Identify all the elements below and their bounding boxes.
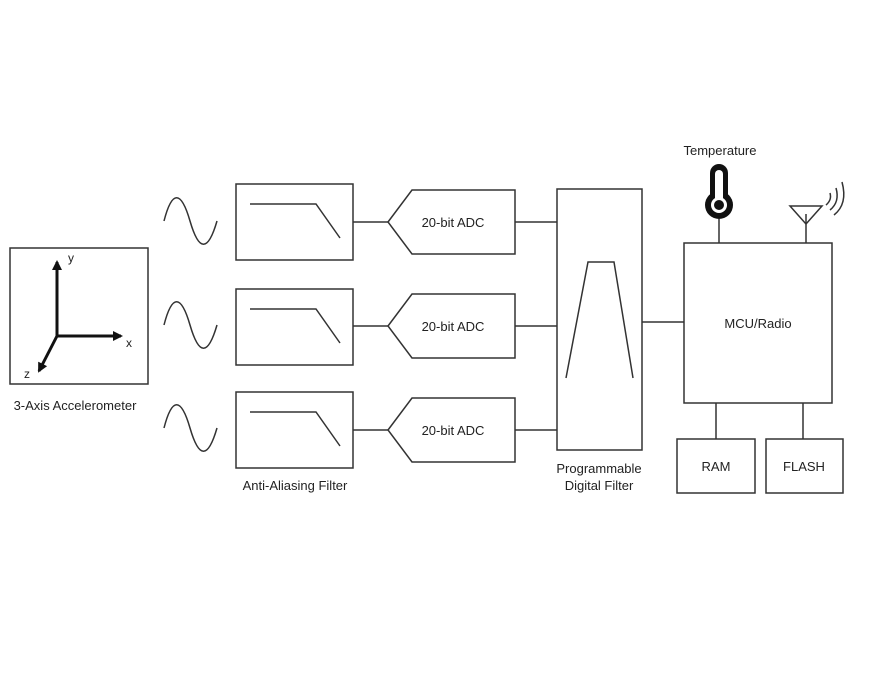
adc-label: 20-bit ADC xyxy=(422,319,485,334)
temperature-sensor: Temperature xyxy=(684,143,757,243)
y-axis-label: y xyxy=(68,251,74,265)
sine-waves xyxy=(163,197,218,452)
signal-wave-icon xyxy=(833,181,845,216)
ram-label: RAM xyxy=(702,459,731,474)
sine-wave-icon xyxy=(163,301,218,349)
signal-wave-icon xyxy=(829,187,838,211)
mcu-label: MCU/Radio xyxy=(724,316,791,331)
flash-label: FLASH xyxy=(783,459,825,474)
adc-blocks: 20-bit ADC 20-bit ADC 20-bit ADC xyxy=(387,189,516,463)
signal-wave-icon xyxy=(825,192,832,206)
digital-filter-box xyxy=(556,188,643,451)
flash-box xyxy=(765,438,844,494)
accelerometer-block: y x z 3-Axis Accelerometer xyxy=(9,247,149,413)
lowpass-response-icon xyxy=(250,308,341,344)
digital-filter-label-line2: Digital Filter xyxy=(565,478,634,493)
filter-box xyxy=(235,288,354,366)
thermometer-icon xyxy=(705,164,733,219)
sine-wave-icon xyxy=(163,404,218,452)
filter-adc-connectors xyxy=(353,221,388,431)
antenna-icon xyxy=(788,181,845,243)
sine-wave-icon xyxy=(163,197,218,245)
lowpass-response-icon xyxy=(250,203,341,239)
mcu-box xyxy=(683,242,833,404)
mcu-block: MCU/Radio xyxy=(683,242,833,404)
filter-box xyxy=(235,183,354,261)
lowpass-response-icon xyxy=(250,411,341,447)
bandpass-response-icon xyxy=(565,261,634,379)
anti-aliasing-filters: Anti-Aliasing Filter xyxy=(235,183,354,493)
axes-icon xyxy=(37,260,123,373)
accelerometer-box xyxy=(9,247,149,385)
adc-label: 20-bit ADC xyxy=(422,215,485,230)
digital-filter-label-line1: Programmable xyxy=(556,461,641,476)
anti-aliasing-filter-label: Anti-Aliasing Filter xyxy=(243,478,348,493)
memory-blocks: RAM FLASH xyxy=(676,438,844,494)
accelerometer-label: 3-Axis Accelerometer xyxy=(14,398,137,413)
x-axis-label: x xyxy=(126,336,132,350)
filter-box xyxy=(235,391,354,469)
ram-box xyxy=(676,438,756,494)
mcu-memory-connectors xyxy=(715,403,804,439)
adc-filter-connectors xyxy=(515,221,557,431)
adc-label: 20-bit ADC xyxy=(422,423,485,438)
temperature-label: Temperature xyxy=(684,143,757,158)
z-axis-label: z xyxy=(24,367,30,381)
digital-filter-block: Programmable Digital Filter xyxy=(556,188,643,493)
